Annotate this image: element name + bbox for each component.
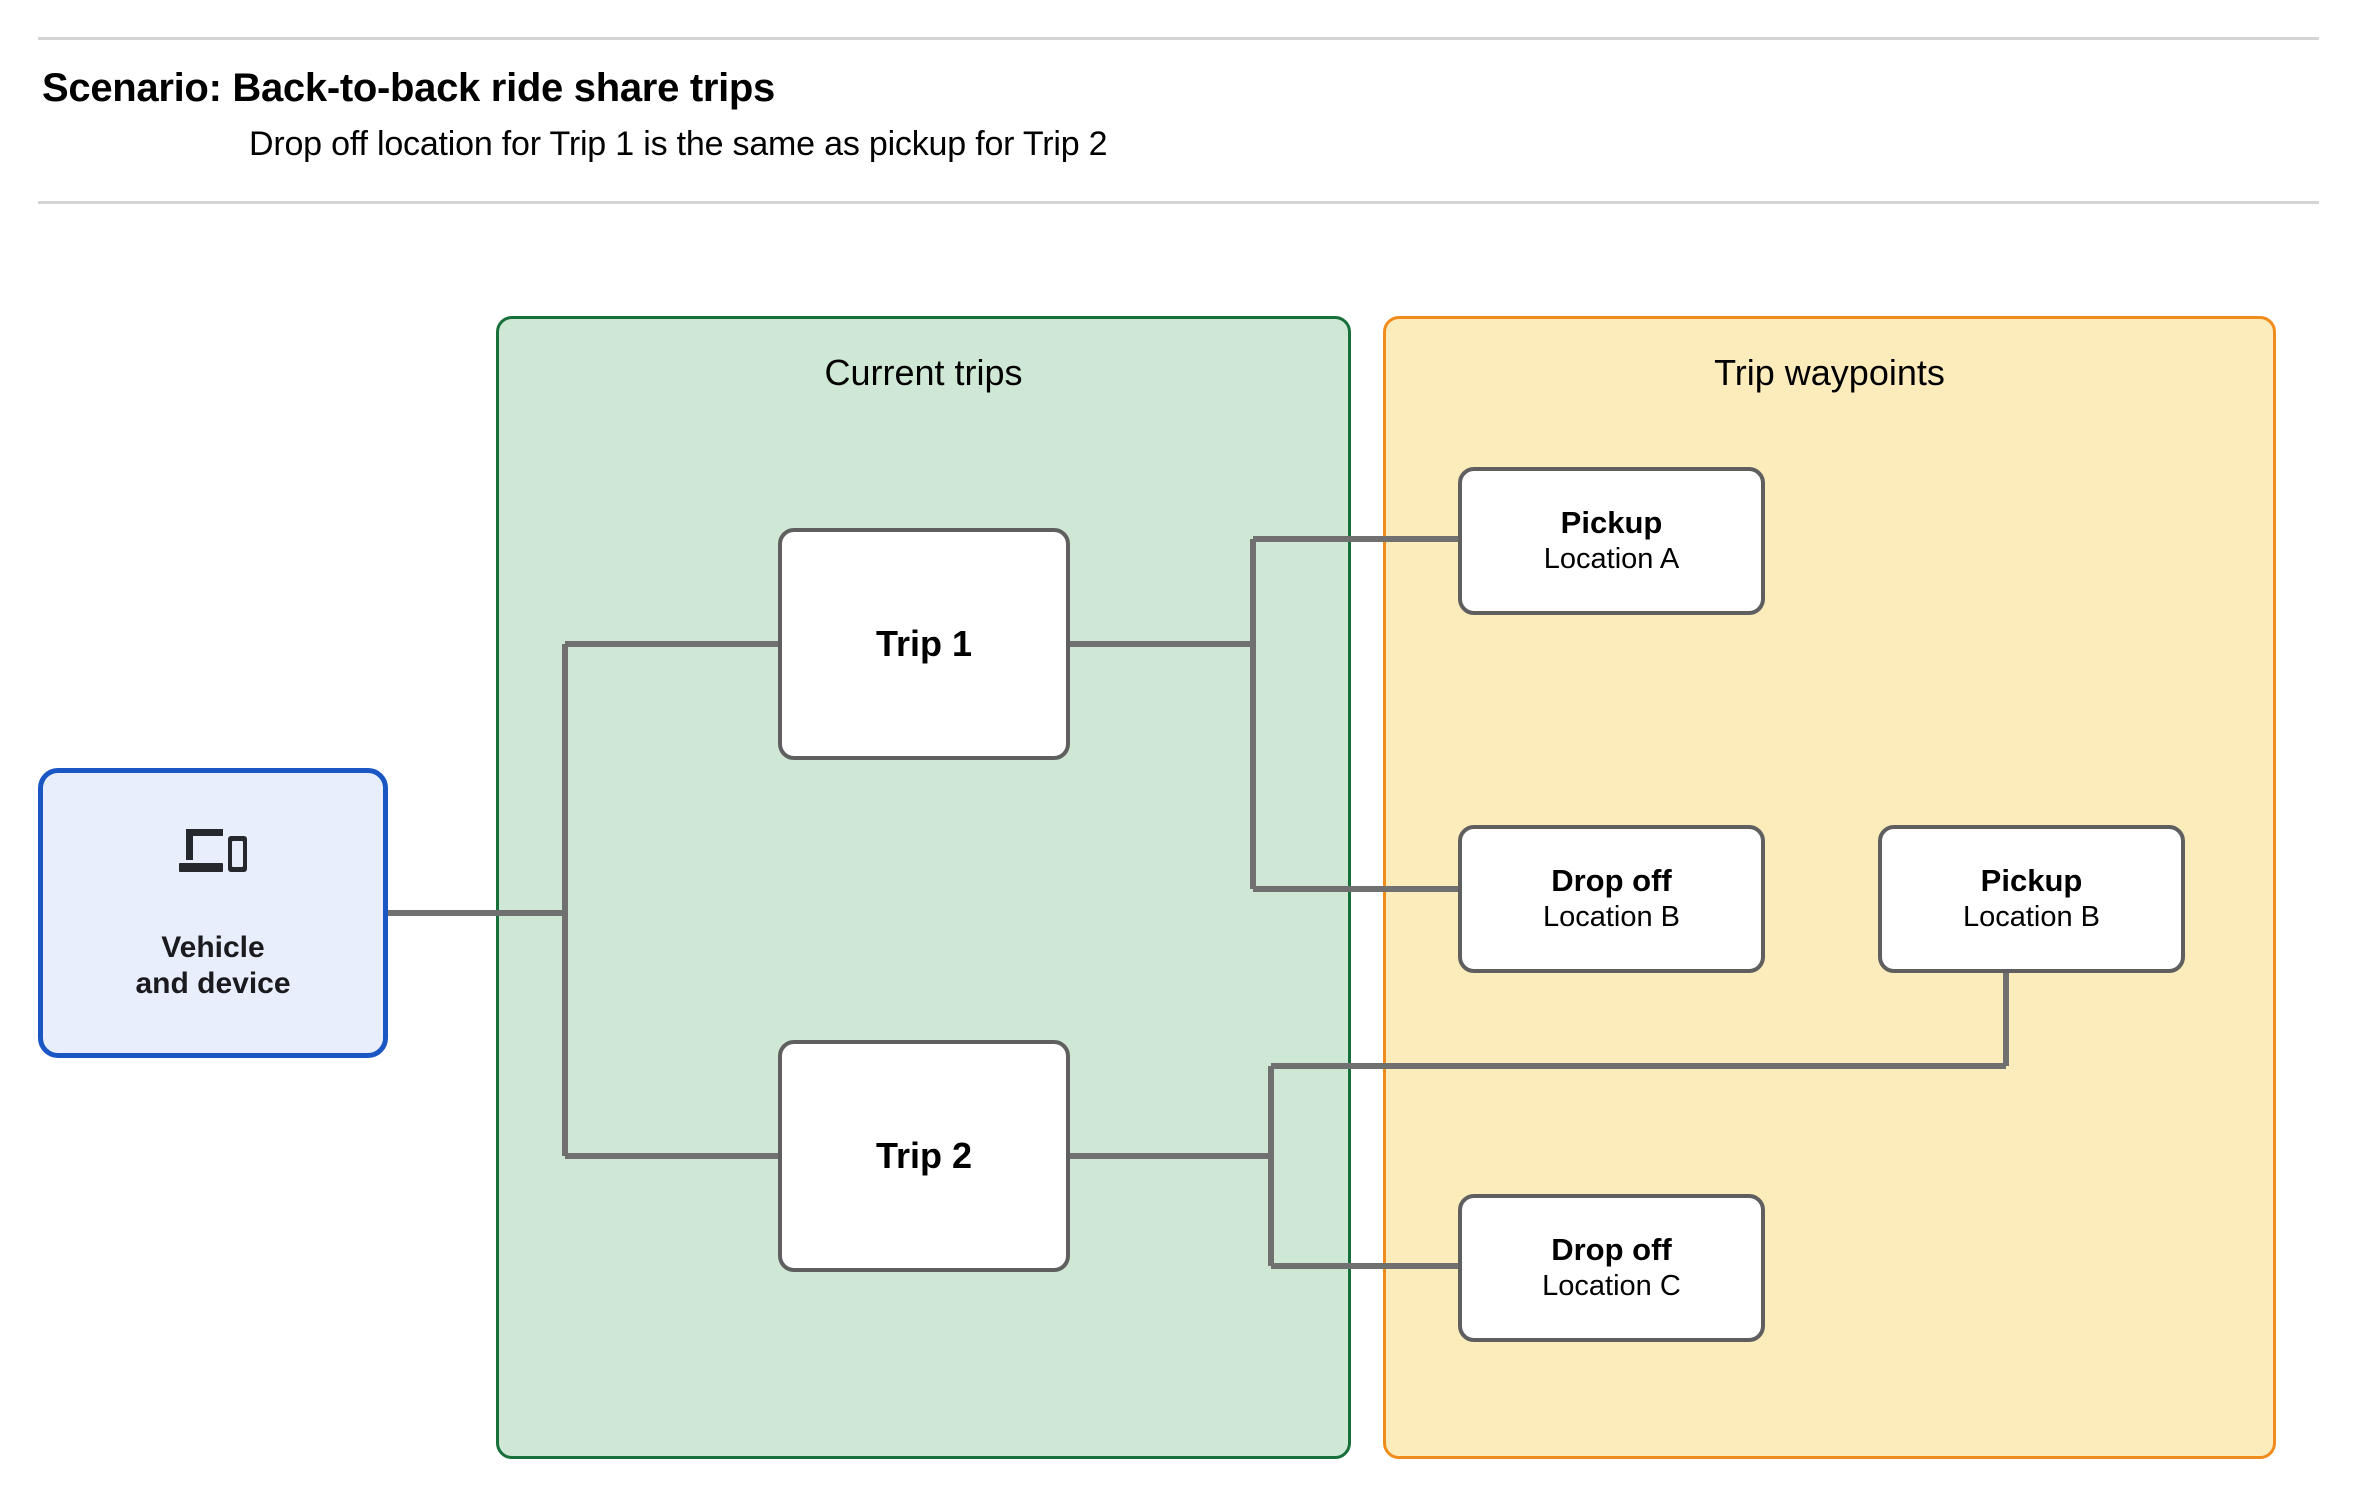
vehicle-label-line2: and device	[135, 966, 291, 1000]
node-pickup-location-b[interactable]: Pickup Location B	[1878, 825, 2185, 973]
page-title: Scenario: Back-to-back ride share trips	[42, 66, 776, 110]
node-dropoff-location-b[interactable]: Drop off Location B	[1458, 825, 1765, 973]
dropoff-c-title: Drop off	[1551, 1231, 1672, 1267]
page-subtitle: Drop off location for Trip 1 is the same…	[249, 125, 1108, 163]
panel-current-trips: Current trips	[496, 316, 1351, 1459]
dropoff-b-subtitle: Location B	[1542, 900, 1681, 933]
dropoff-b-title: Drop off	[1551, 862, 1672, 898]
node-vehicle-and-device[interactable]: Vehicle and device	[38, 768, 388, 1058]
header-divider-bottom	[38, 201, 2319, 204]
node-dropoff-location-c[interactable]: Drop off Location C	[1458, 1194, 1765, 1342]
panel-current-trips-title: Current trips	[824, 352, 1023, 393]
devices-icon	[177, 825, 249, 884]
node-trip-2[interactable]: Trip 2	[778, 1040, 1070, 1272]
pickup-b-title: Pickup	[1980, 862, 2083, 898]
dropoff-c-subtitle: Location C	[1542, 1269, 1681, 1302]
pickup-a-title: Pickup	[1560, 504, 1663, 540]
trip-1-label: Trip 1	[875, 623, 973, 664]
panel-trip-waypoints-title: Trip waypoints	[1714, 352, 1945, 393]
node-trip-1[interactable]: Trip 1	[778, 528, 1070, 760]
pickup-b-subtitle: Location B	[1962, 900, 2101, 933]
trip-2-label: Trip 2	[875, 1135, 973, 1176]
pickup-a-subtitle: Location A	[1543, 542, 1680, 575]
vehicle-label-line1: Vehicle	[161, 931, 265, 965]
header-divider-top	[38, 37, 2319, 40]
node-pickup-location-a[interactable]: Pickup Location A	[1458, 467, 1765, 615]
